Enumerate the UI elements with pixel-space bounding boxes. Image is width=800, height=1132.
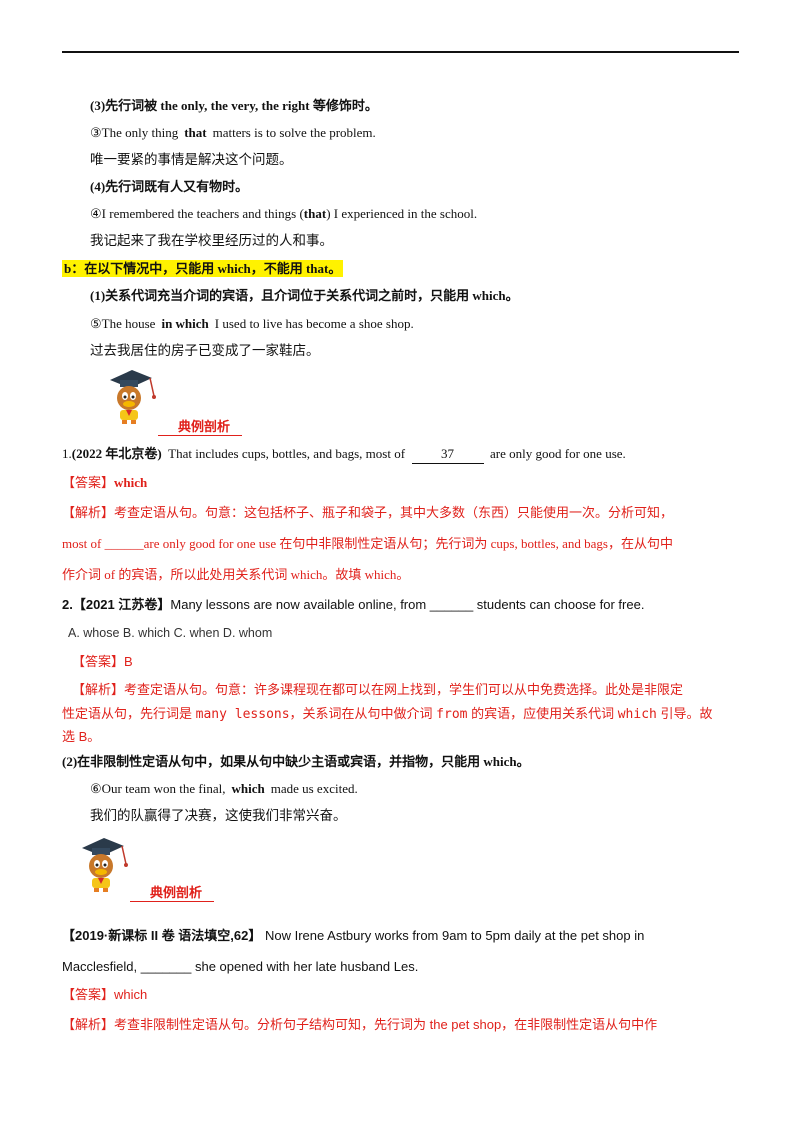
analysis-code: from [436,707,468,722]
q1-answer: 【答案】which [62,474,147,492]
rule3-heading: (3)先行词被 the only, the very, the right 等修… [90,97,378,115]
rule-b1-heading-en: which [472,288,506,303]
rule-b1-translation: 过去我居住的房子已变成了一家鞋店。 [90,343,320,358]
q3-analysis-line-1: 【解析】考查非限制性定语从句。分析句子结构可知，先行词为 the pet sho… [62,1016,657,1034]
rule4-heading: (4)先行词既有人又有物时。 [90,179,249,194]
example-text: matters is to solve the problem. [212,125,376,140]
rule-b1-heading: (1)关系代词充当介词的宾语，且介词位于关系代词之前时，只能用 which。 [90,287,519,305]
q3-answer: 【答案】which [62,986,147,1004]
analysis-text: most of [62,536,105,551]
analysis-blank: ______ [104,536,144,551]
rule-b2-example: ⑥Our team won the final, which made us exc… [90,780,358,798]
question-text: are only good for one use. [490,446,626,461]
rule3-heading-en: the only, the very, the right [160,98,310,113]
section-b-label: b：在以下情况中，只能用 which，不能用 that。 [62,260,344,278]
example-analysis-tag: 典例剖析 [158,419,243,436]
example-keyword: that [184,125,207,140]
analysis-code: many lessons [195,707,290,722]
rule3-heading-cn2: 等修饰时。 [309,98,378,113]
analysis-code: which [617,707,657,722]
example-number: ⑥ [90,781,102,796]
q2-options: A. whose B. which C. when D. whom [68,626,273,640]
analysis-label: 【解析】 [62,1017,115,1032]
question-3-line-2: Macclesfield, _______ she opened with he… [62,959,419,974]
example-text: I remembered the teachers and things ( [101,206,304,221]
rule4-translation: 我记起来了我在学校里经历过的人和事。 [90,233,333,248]
rule-b2-heading-en: which [483,754,517,769]
doctor-mascot-icon [82,838,128,892]
example-text: The house [101,316,156,331]
analysis-text: 考查定语从句。句意：这包括杯子、瓶子和袋子，其中大多数（东西）只能使用一次。分析… [114,505,674,520]
analysis-label: 【解析】 [62,505,115,520]
rule-b1-heading-cn1: (1)关系代词充当介词的宾语，且介词位于关系代词之前时，只能用 [90,288,473,303]
q1-analysis-line-1: 【解析】考查定语从句。句意：这包括杯子、瓶子和袋子，其中大多数（东西）只能使用一… [62,504,673,522]
example-text: The only thing [101,125,179,140]
analysis-text: 性定语从句，先行词是 [62,706,196,721]
analysis-text: 的宾语，应使用关系代词 [467,706,618,721]
question-number: 1. [62,446,72,461]
question-source: 【2021 江苏卷】 [72,597,171,612]
rule4-example: ④I remembered the teachers and things (t… [90,205,477,223]
rule-b2-heading: (2)在非限制性定语从句中，如果从句中缺少主语或宾语，并指物，只能用 which… [62,753,530,771]
question-3-line-1: 【2019·新课标 II 卷 语法填空,62】 Now Irene Astbur… [62,927,644,945]
analysis-text: 考查定语从句。句意：许多课程现在都可以在网上找到，学生们可以从中免费选择。此处是… [124,682,684,697]
question-text: Now Irene Astbury works from 9am to 5pm … [261,928,645,943]
question-text: Many lessons are now available online, f… [170,597,645,612]
example-number: ③ [90,125,102,140]
example-keyword: which [231,781,265,796]
question-2: 2.【2021 江苏卷】Many lessons are now availab… [62,596,644,614]
example-analysis-tag: 典例剖析 [130,885,215,902]
example-text: ) I experienced in the school. [326,206,478,221]
answer-value: which [114,475,148,490]
section-b-highlight: b：在以下情况中，只能用 which，不能用 that。 [62,260,344,277]
analysis-text: 引导。故 [656,706,713,721]
q2-analysis-line-1: 【解析】考查定语从句。句意：许多课程现在都可以在网上找到，学生们可以从中免费选择… [72,681,683,699]
q2-analysis-line-2: 性定语从句，先行词是 many lessons，关系词在从句中做介词 from … [62,705,712,724]
analysis-label: 【解析】 [72,682,125,697]
example-keyword: that [303,206,327,221]
example-text: Our team won the final, [101,781,226,796]
q2-answer: 【答案】B [72,653,133,671]
question-number: 2. [62,597,73,612]
answer-value: which [114,987,148,1002]
q2-analysis-line-3: 选 B。 [62,729,101,744]
analysis-text: are only good for one use 在句中非限制性定语从句；先行… [143,536,673,551]
answer-label: 【答案】 [72,654,125,669]
question-1: 1.(2022 年北京卷) That includes cups, bottle… [62,445,626,464]
answer-value: B [124,654,133,669]
doctor-mascot-icon [110,370,156,424]
answer-blank: 37 [411,445,484,464]
analysis-text: ，关系词在从句中做介词 [289,706,437,721]
q1-analysis-line-2: most of ______are only good for one use … [62,535,673,553]
example-keyword: in which [161,316,209,331]
rule-b2-heading-cn2: 。 [516,754,530,769]
rule3-example: ③The only thing that matters is to solve t… [90,124,376,142]
rule3-heading-cn1: (3)先行词被 [90,98,161,113]
answer-label: 【答案】 [62,987,115,1002]
rule3-translation: 唯一要紧的事情是解决这个问题。 [90,152,293,167]
example-number: ⑤ [90,316,102,331]
question-text: That includes cups, bottles, and bags, m… [168,446,406,461]
analysis-text: 考查非限制性定语从句。分析句子结构可知，先行词为 the pet shop，在非… [114,1017,658,1032]
question-source: (2022 年北京卷) [71,446,162,461]
example-text: made us excited. [270,781,358,796]
q1-analysis-line-3: 作介词 of 的宾语，所以此处用关系代词 which。故填 which。 [62,567,410,582]
question-source: 【2019·新课标 II 卷 语法填空,62】 [62,928,262,943]
example-number: ④ [90,206,102,221]
example-text: I used to live has become a shoe shop. [214,316,414,331]
answer-label: 【答案】 [62,475,115,490]
rule-b2-translation: 我们的队赢得了决赛，这使我们非常兴奋。 [90,808,347,823]
rule-b1-example: ⑤The house in which I used to live has bec… [90,315,414,333]
rule-b1-heading-cn2: 。 [505,288,519,303]
rule-b2-heading-cn1: (2)在非限制性定语从句中，如果从句中缺少主语或宾语，并指物，只能用 [62,754,484,769]
header-rule [62,51,739,53]
